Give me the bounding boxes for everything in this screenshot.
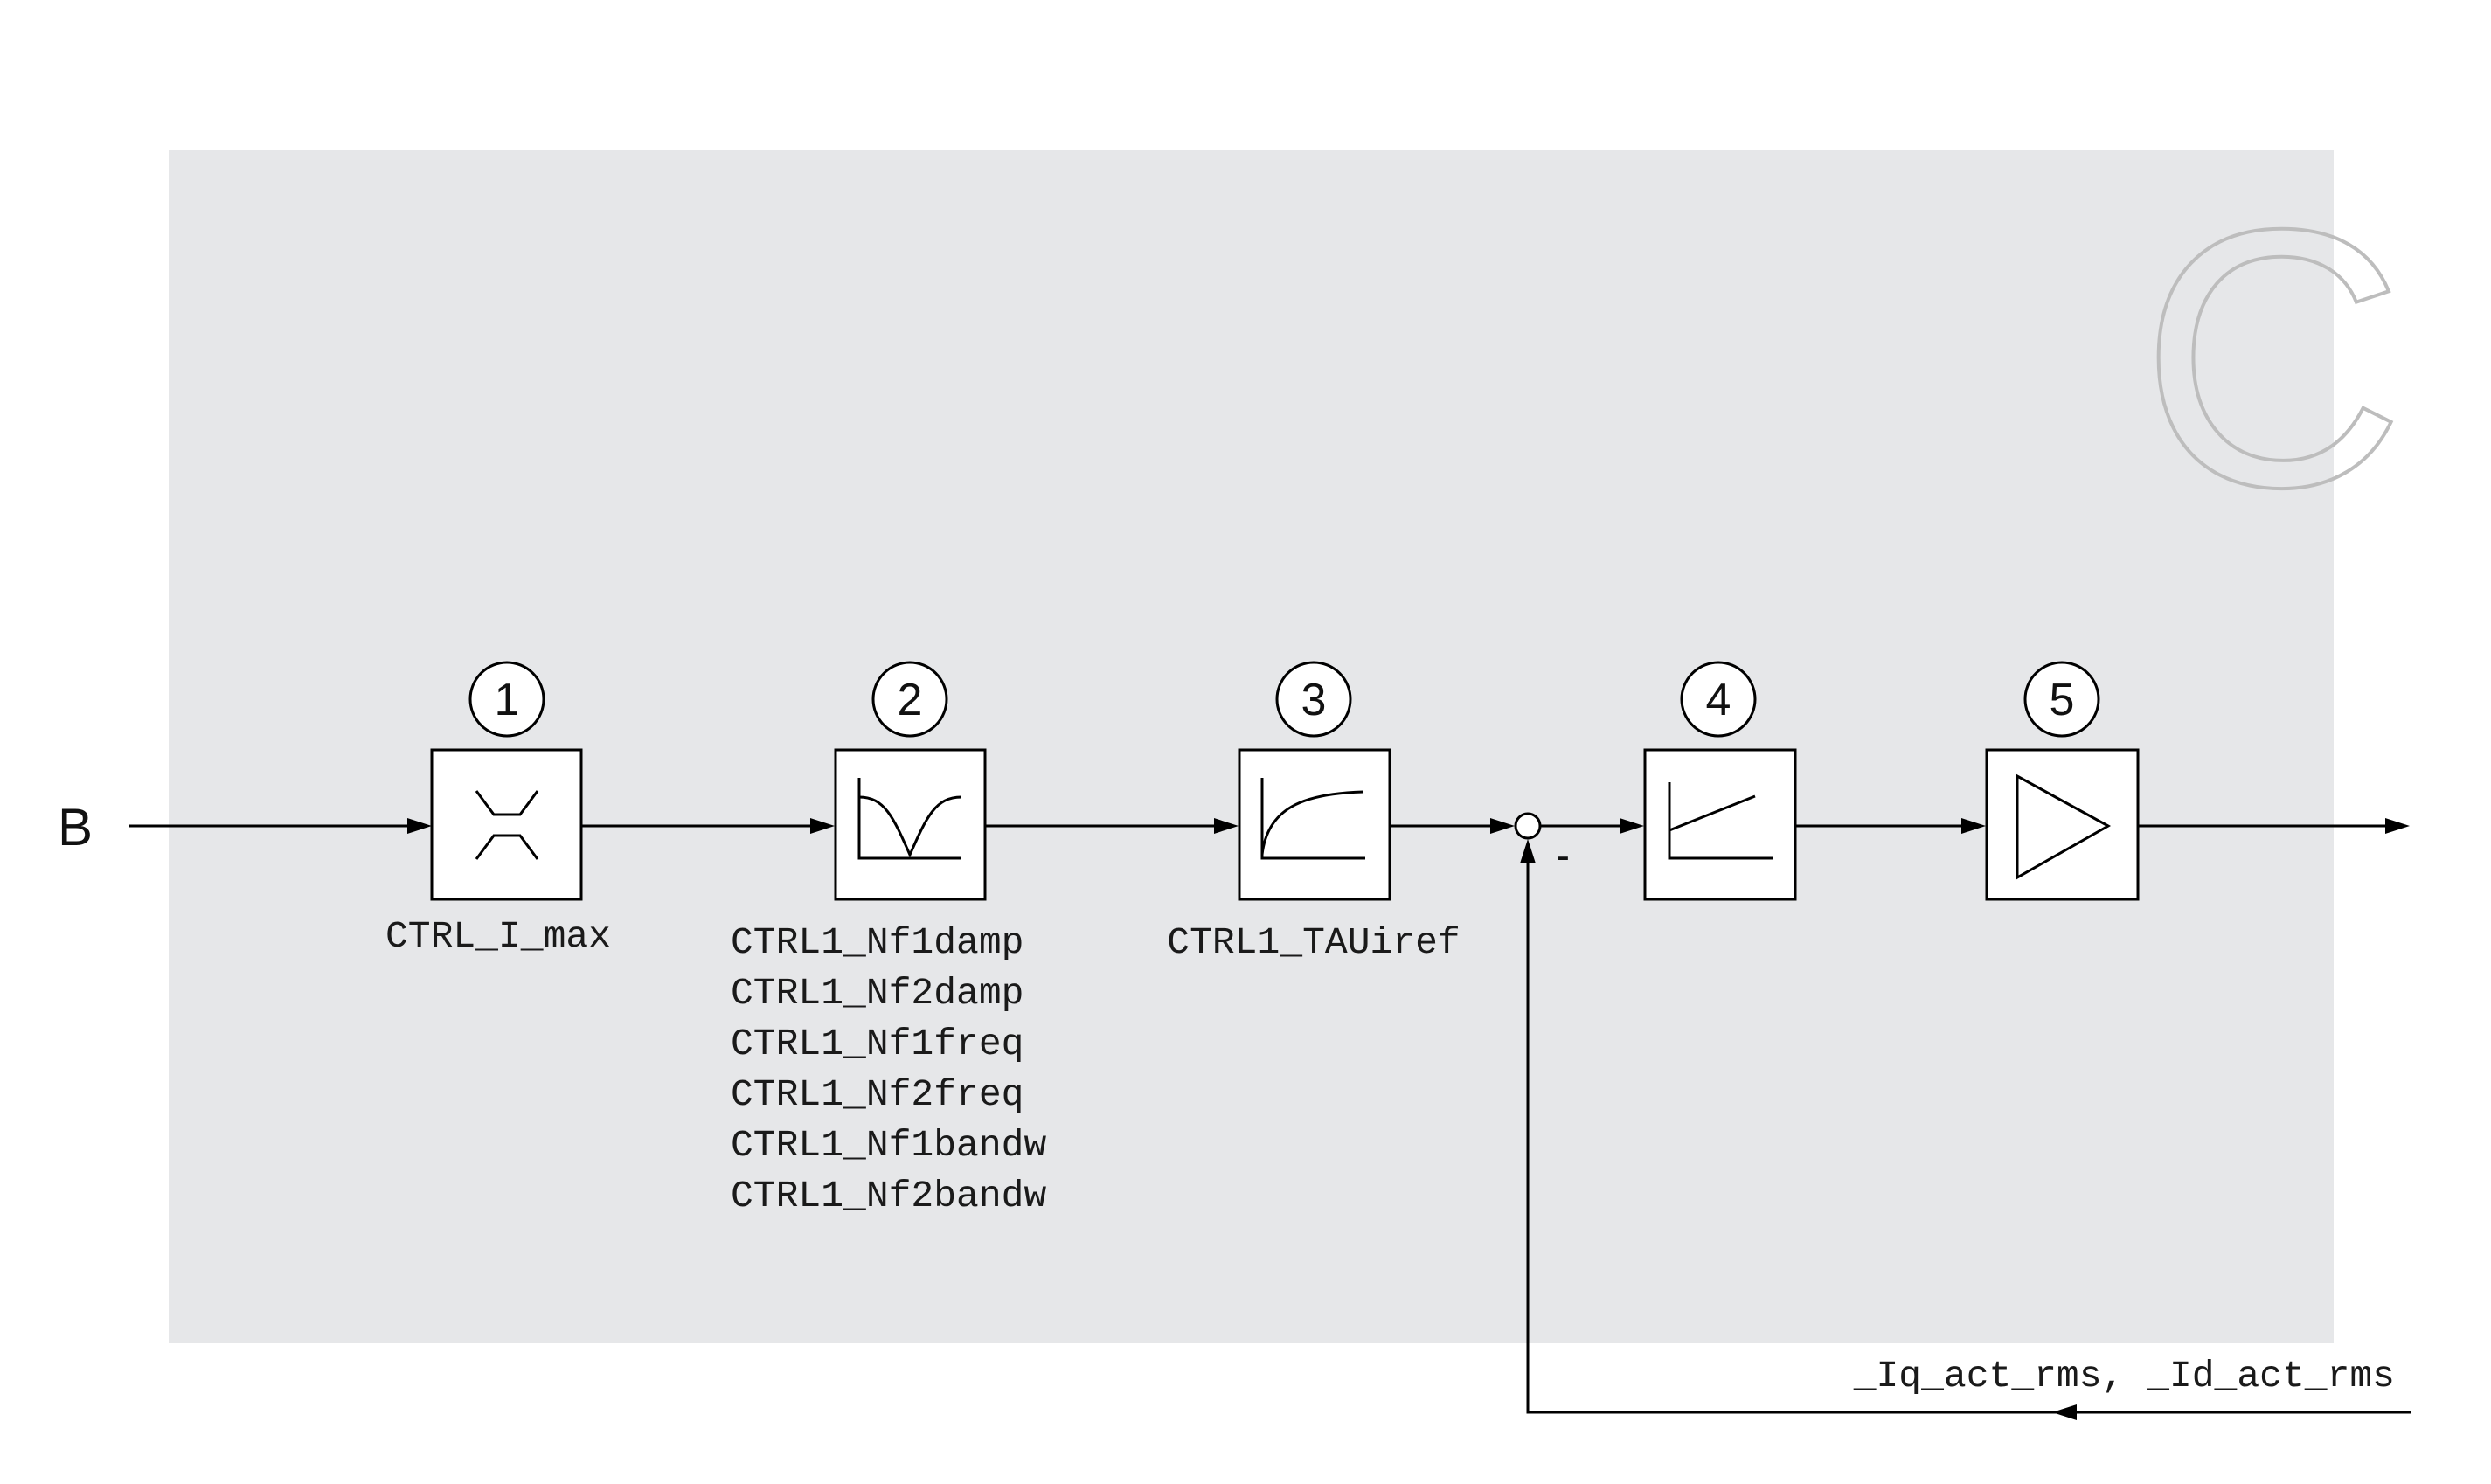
signal-path bbox=[129, 818, 2410, 834]
block-param: CTRL1_Nf1freq bbox=[731, 1023, 1023, 1065]
block-number-badge bbox=[1275, 661, 1352, 738]
block-param: CTRL_I_max bbox=[385, 915, 611, 958]
pi-controller-icon bbox=[1668, 782, 1773, 860]
block-number: 2 bbox=[898, 675, 923, 725]
feedback-path bbox=[1520, 839, 2411, 1420]
summing-sign: - bbox=[1556, 833, 1570, 879]
block-param: CTRL1_TAUiref bbox=[1167, 921, 1460, 964]
block-param: CTRL1_Nf2bandw bbox=[731, 1175, 1046, 1217]
block-number: 4 bbox=[1706, 675, 1731, 725]
block-param: CTRL1_Nf1bandw bbox=[731, 1124, 1046, 1167]
region-letter: C bbox=[2140, 154, 2404, 564]
block-1: 1 CTRL_I_max bbox=[385, 661, 611, 958]
notch-filter-icon bbox=[857, 778, 962, 860]
block-number-badge bbox=[468, 661, 545, 738]
block-5: 5 bbox=[1985, 661, 2140, 901]
block-number-badge bbox=[2023, 661, 2100, 738]
summing-junction bbox=[1514, 812, 1542, 840]
block-number-badge bbox=[871, 661, 948, 738]
controller-panel bbox=[169, 150, 2334, 1343]
block-4: 4 bbox=[1643, 661, 1797, 901]
block-param: CTRL1_Nf2freq bbox=[731, 1073, 1023, 1116]
lowpass-filter-icon bbox=[1260, 778, 1365, 860]
block-number: 3 bbox=[1301, 675, 1327, 725]
block-param: CTRL1_Nf2damp bbox=[731, 972, 1023, 1015]
block-2: 2 CTRL1_Nf1damp CTRL1_Nf2damp CTRL1_Nf1f… bbox=[731, 661, 1046, 1217]
input-label: B bbox=[58, 798, 93, 856]
block-3: 3 CTRL1_TAUiref bbox=[1167, 661, 1461, 964]
current-limit-icon bbox=[475, 790, 539, 860]
block-number: 1 bbox=[495, 675, 520, 725]
feedback-label: _Iq_act_rms, _Id_act_rms bbox=[1853, 1355, 2395, 1397]
block-param: CTRL1_Nf1damp bbox=[731, 921, 1023, 964]
amplifier-icon bbox=[2016, 773, 2112, 880]
block-number-badge bbox=[1680, 661, 1757, 738]
block-number: 5 bbox=[2050, 675, 2075, 725]
